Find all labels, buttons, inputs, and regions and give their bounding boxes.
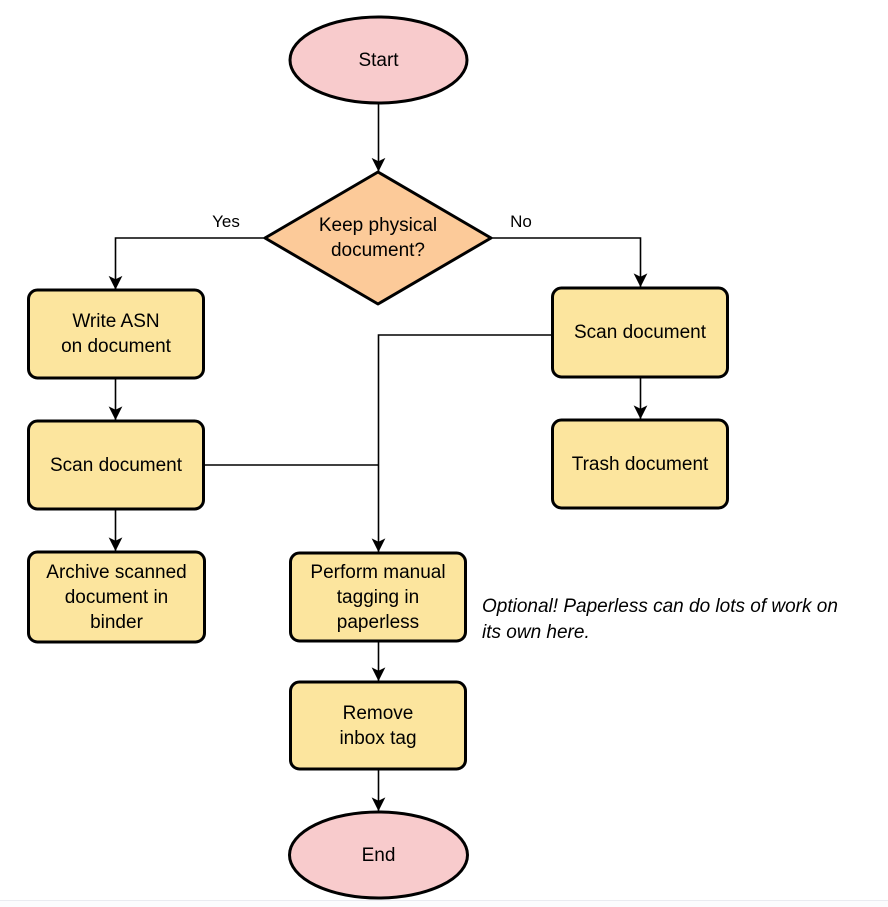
end-node-shape <box>288 810 469 900</box>
edge-scan-right-to-tagging <box>371 334 552 553</box>
write-asn-node-shape <box>27 288 205 380</box>
start-node-shape <box>288 15 469 105</box>
scan-right-node-shape <box>551 286 729 379</box>
decision-node-shape <box>263 170 493 306</box>
archive-node-shape <box>27 550 206 644</box>
optional-note: Optional! Paperless can do lots of work … <box>482 596 838 643</box>
bottom-page-separator <box>0 900 888 907</box>
remove-inbox-node-shape <box>289 680 467 771</box>
edge-yes-to-write-asn <box>108 237 265 290</box>
no-edge-label: No <box>510 211 532 231</box>
trash-node-shape <box>551 418 729 510</box>
edge-no-to-scan-right <box>491 237 648 288</box>
yes-edge-label: Yes <box>212 211 240 231</box>
scan-left-node-shape <box>27 419 205 511</box>
tagging-node-shape <box>289 551 467 643</box>
